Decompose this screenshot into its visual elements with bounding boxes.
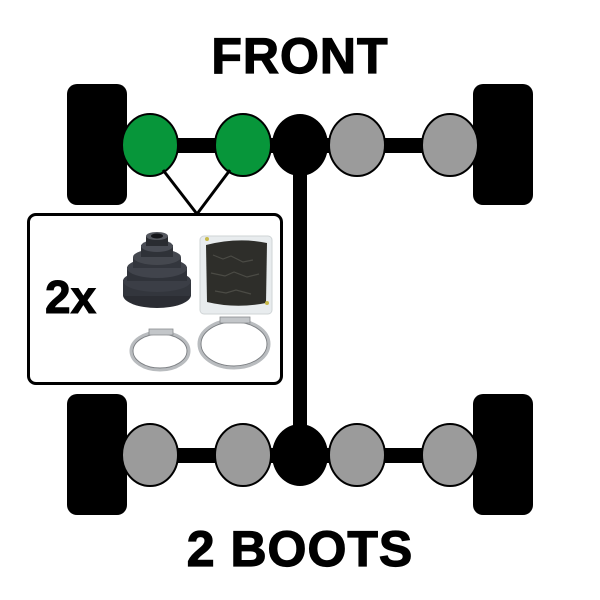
cv-boot-icon [123,232,191,308]
front-axle [67,84,533,205]
front-right-inner-joint [328,113,386,177]
rear-left-outer-joint [121,423,179,487]
rear-differential [272,424,328,486]
rear-right-inner-joint [328,423,386,487]
grease-packet-icon [199,235,273,315]
rear-right-wheel [473,394,533,515]
rear-left-wheel [67,394,127,515]
front-right-wheel [473,84,533,205]
front-left-inner-joint-highlighted [214,113,272,177]
rear-left-inner-joint [214,423,272,487]
front-left-outer-joint-highlighted [121,113,179,177]
rear-axle [67,394,533,515]
small-clamp-icon [129,328,191,372]
callout-pointer [161,169,232,215]
large-clamp-icon [197,316,271,370]
front-left-wheel [67,84,127,205]
boot-count-label: 2 BOOTS [186,521,414,577]
front-differential [272,114,328,176]
quantity-label: 2x [44,271,97,323]
driveshaft [293,145,307,455]
front-right-outer-joint [421,113,479,177]
kit-illustration [123,232,273,372]
front-label: FRONT [211,28,389,84]
rear-right-outer-joint [421,423,479,487]
kit-callout-box: 2x [27,213,283,385]
